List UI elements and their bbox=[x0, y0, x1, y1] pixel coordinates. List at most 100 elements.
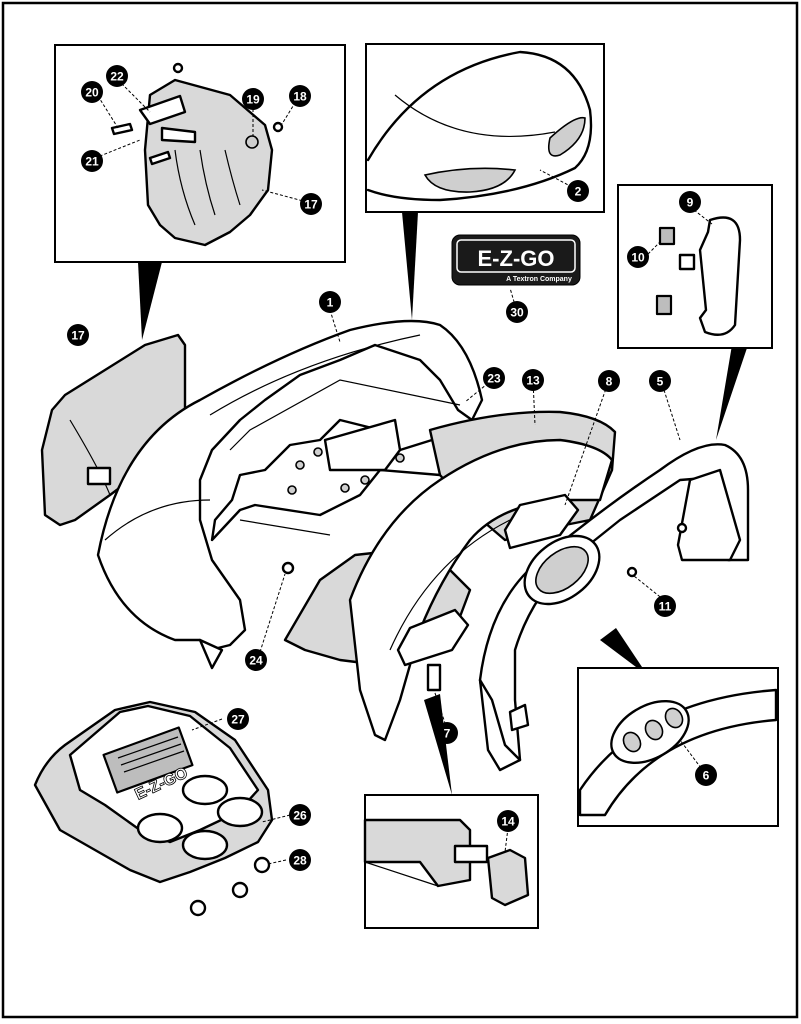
hood-shell bbox=[366, 50, 593, 202]
console-label-plate bbox=[102, 726, 194, 794]
fastener-c bbox=[287, 485, 297, 495]
callout-circle bbox=[497, 810, 519, 832]
callout-circle bbox=[289, 804, 311, 826]
cup-holder-2 bbox=[216, 796, 264, 828]
callout-10: 10 bbox=[627, 246, 649, 268]
front-shell-crease-2 bbox=[209, 334, 421, 416]
callout-13: 13 bbox=[522, 369, 544, 391]
callout-number: 10 bbox=[631, 251, 645, 265]
logo-inner-border bbox=[456, 239, 576, 273]
fastener-24 bbox=[281, 561, 295, 575]
clip-rail bbox=[363, 818, 472, 888]
inset-hood bbox=[365, 43, 605, 213]
callout-6: 6 bbox=[695, 764, 717, 786]
callout-layer: 1256789101113141717181920212223242627283… bbox=[67, 65, 717, 871]
callout-circle bbox=[106, 65, 128, 87]
grab-bar-right-leg bbox=[676, 468, 742, 562]
bezel-detail-hole-2 bbox=[644, 719, 664, 741]
side-panel-part bbox=[143, 78, 274, 247]
callout-circle bbox=[289, 85, 311, 107]
callout-number: 11 bbox=[659, 600, 672, 614]
callout-circle bbox=[695, 764, 717, 786]
cup-holder-4 bbox=[181, 829, 229, 861]
leader-2 bbox=[539, 169, 573, 188]
callout-number: 14 bbox=[501, 815, 515, 829]
callout-14: 14 bbox=[497, 810, 519, 832]
hood-light-right bbox=[547, 116, 586, 157]
callout-circle bbox=[506, 301, 528, 323]
callout-circle bbox=[436, 722, 458, 744]
side-panel-bracket bbox=[138, 94, 187, 126]
callout-22: 22 bbox=[106, 65, 128, 87]
label-line-1 bbox=[117, 736, 179, 759]
callout-number: 30 bbox=[510, 306, 524, 320]
callout-circle bbox=[289, 849, 311, 871]
wedge-armrest-inset bbox=[138, 262, 162, 340]
inset-side-panel bbox=[54, 44, 346, 263]
front-shell-outer bbox=[96, 319, 484, 652]
leader-21 bbox=[94, 139, 141, 159]
fastener-28-c bbox=[189, 899, 207, 917]
callout-circle bbox=[81, 81, 103, 103]
leader-30 bbox=[509, 287, 518, 313]
hood-light-left bbox=[423, 167, 517, 193]
side-panel-flange bbox=[160, 126, 197, 144]
cup-holder-3 bbox=[136, 812, 184, 844]
callout-20: 20 bbox=[81, 81, 103, 103]
leader-14 bbox=[504, 827, 509, 853]
fastener-f bbox=[395, 453, 405, 463]
leader-27 bbox=[191, 718, 223, 731]
callout-circle bbox=[483, 367, 505, 389]
screw-part-top bbox=[172, 62, 184, 74]
front-shell-inner-ledge bbox=[229, 379, 461, 451]
callout-21: 21 bbox=[81, 150, 103, 172]
callout-circle bbox=[245, 649, 267, 671]
callout-circle bbox=[81, 150, 103, 172]
dash-body-edge bbox=[389, 519, 511, 651]
fastener-28-a bbox=[253, 856, 271, 874]
screw-right bbox=[676, 522, 688, 534]
callout-number: 28 bbox=[293, 854, 307, 868]
hood-crease bbox=[394, 94, 556, 137]
callout-11: 11 bbox=[654, 595, 676, 617]
bezel-detail-hole-3 bbox=[664, 707, 684, 729]
console-label-lines bbox=[117, 736, 185, 773]
callout-17b: 17 bbox=[67, 324, 89, 346]
fastener-d bbox=[340, 483, 350, 493]
callout-2: 2 bbox=[567, 180, 589, 202]
callout-30: 30 bbox=[506, 301, 528, 323]
leader-1 bbox=[329, 309, 341, 343]
bracket-strip bbox=[698, 216, 742, 336]
ezgo-logo: E-Z-GO A Textron Company bbox=[451, 234, 581, 313]
callout-number: 27 bbox=[231, 713, 245, 727]
wedge-hood-inset bbox=[402, 212, 418, 320]
bracket-clip-a bbox=[658, 226, 676, 246]
dash-pocket-8 bbox=[503, 493, 580, 550]
callout-number: 7 bbox=[444, 727, 451, 741]
bracket-clip-b bbox=[678, 253, 696, 271]
fastener-28-b bbox=[231, 881, 249, 899]
dash-tray-slot bbox=[239, 519, 331, 536]
dash-pocket-7-tab bbox=[426, 663, 442, 692]
bracket-clip-c bbox=[655, 294, 673, 316]
callout-18: 18 bbox=[289, 85, 311, 107]
leader-20 bbox=[97, 95, 119, 129]
callout-number: 9 bbox=[687, 196, 694, 210]
callout-circle bbox=[300, 193, 322, 215]
inset-bracket bbox=[617, 184, 773, 349]
cup-holder-1 bbox=[181, 774, 229, 806]
leader-17a bbox=[261, 189, 308, 203]
washer-part bbox=[272, 121, 284, 133]
callout-number: 24 bbox=[249, 654, 263, 668]
leader-11 bbox=[633, 575, 665, 601]
callout-number: 13 bbox=[526, 374, 540, 388]
callout-circle bbox=[67, 324, 89, 346]
label-line-2 bbox=[120, 743, 182, 766]
callout-number: 19 bbox=[246, 93, 260, 107]
callout-circle bbox=[654, 595, 676, 617]
callout-number: 1 bbox=[327, 296, 334, 310]
grab-bar-frame bbox=[478, 389, 750, 772]
callout-number: 20 bbox=[85, 86, 99, 100]
clip-rail-edge bbox=[364, 861, 439, 887]
